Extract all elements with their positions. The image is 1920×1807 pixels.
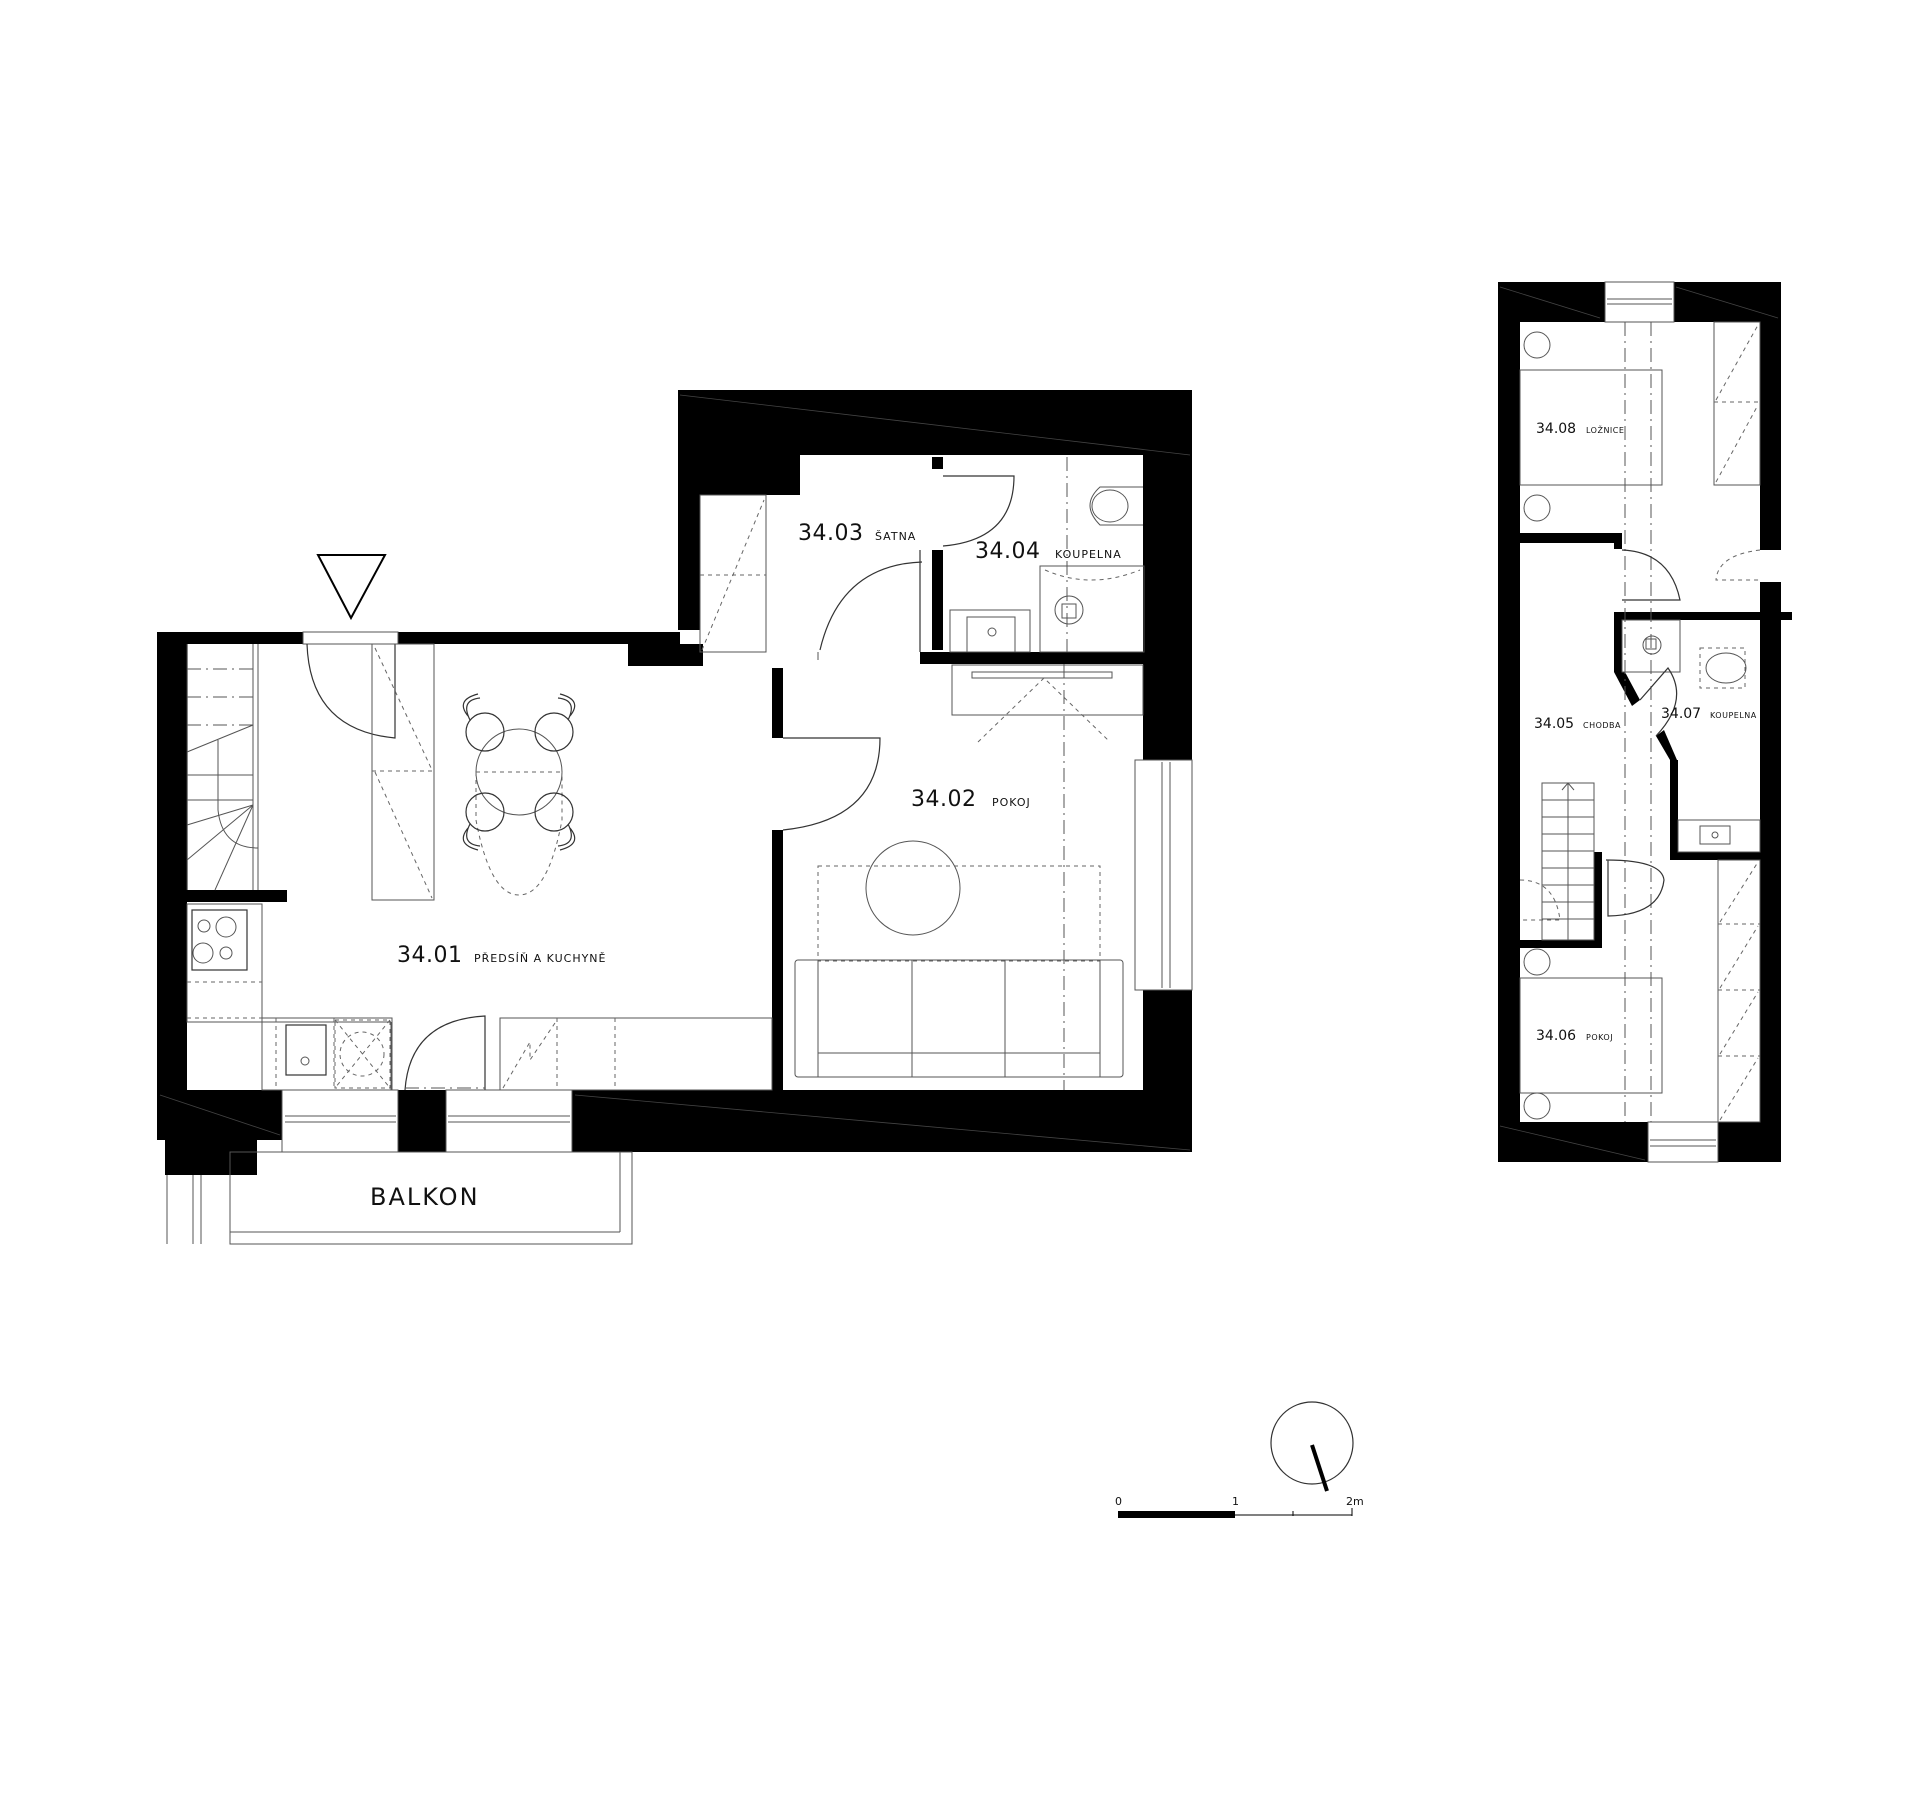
chair-icon xyxy=(462,792,505,851)
bathroom-lower-fixtures xyxy=(942,457,1145,653)
walls-upper xyxy=(1498,282,1792,1162)
entrance-door xyxy=(302,631,399,739)
living-room-furniture xyxy=(782,664,1193,1090)
scale-tick-1: 1 xyxy=(1232,1495,1239,1508)
balcony-label: BALKON xyxy=(370,1183,480,1211)
room-34-06-furniture xyxy=(1519,859,1761,1123)
bathroom-upper-fixtures xyxy=(1621,619,1761,853)
room-name-loznice: LOŽNICE xyxy=(1586,424,1624,435)
scale-tick-0: 0 xyxy=(1115,1495,1122,1508)
window-bottom xyxy=(1647,1121,1719,1163)
north-arrow-icon xyxy=(1270,1401,1354,1492)
sofa-icon xyxy=(794,959,1124,1078)
balcony-door xyxy=(404,1015,486,1091)
bedroom-furniture xyxy=(1519,321,1761,601)
room-name-pokoj-upper: POKOJ xyxy=(1586,1033,1613,1042)
chair-icon xyxy=(462,693,505,752)
toilet-icon xyxy=(1089,486,1143,526)
cooktop-icon xyxy=(191,909,248,971)
kitchen-island xyxy=(371,643,435,901)
room-name-koupelna: KOUPELNA xyxy=(1055,548,1122,561)
room-number-34-03: 34.03 xyxy=(798,521,863,546)
dining-table xyxy=(462,693,576,896)
washbasin-icon xyxy=(949,609,1031,653)
room-number-34-08: 34.08 xyxy=(1536,421,1576,437)
kitchen-counter xyxy=(186,903,393,1091)
sink-icon xyxy=(285,1024,327,1076)
room-name-pokoj: POKOJ xyxy=(992,796,1031,809)
room-name-predsin-kuchyne: PŘEDSÍŇ A KUCHYNĚ xyxy=(474,952,607,965)
upper-floor: 34.08 LOŽNICE 34.05 CHODBA 34.07 KOUPELN… xyxy=(1498,281,1792,1163)
room-number-34-05: 34.05 xyxy=(1534,716,1574,732)
room-number-34-01: 34.01 xyxy=(397,943,462,968)
room-name-chodba: CHODBA xyxy=(1583,721,1621,730)
room-number-34-04: 34.04 xyxy=(975,539,1040,564)
built-in-cabinet xyxy=(499,1017,773,1091)
room-number-34-06: 34.06 xyxy=(1536,1028,1576,1044)
window-top xyxy=(1604,281,1675,323)
scale-bar: 0 1 2m xyxy=(1115,1495,1364,1518)
staircase-lower xyxy=(186,644,259,891)
chair-icon xyxy=(534,792,576,851)
chair-icon xyxy=(534,693,576,752)
room-name-koupelna-upper: KOUPELNA xyxy=(1710,711,1757,720)
walls-lower xyxy=(157,390,1192,1175)
coffee-table-icon xyxy=(865,840,961,936)
staircase-upper xyxy=(1519,782,1665,941)
room-number-34-02: 34.02 xyxy=(911,787,976,812)
bathtub-shower-icon xyxy=(1039,565,1145,653)
balcony xyxy=(166,1151,633,1245)
wardrobe-satna xyxy=(699,494,923,660)
entrance-marker-icon xyxy=(316,554,387,621)
scale-tick-2m: 2m xyxy=(1346,1495,1364,1508)
room-number-34-07: 34.07 xyxy=(1661,706,1701,722)
lower-floor: 34.03 ŠATNA 34.04 KOUPELNA 34.02 POKOJ 3… xyxy=(157,390,1193,1245)
room-name-satna: ŠATNA xyxy=(875,530,916,543)
